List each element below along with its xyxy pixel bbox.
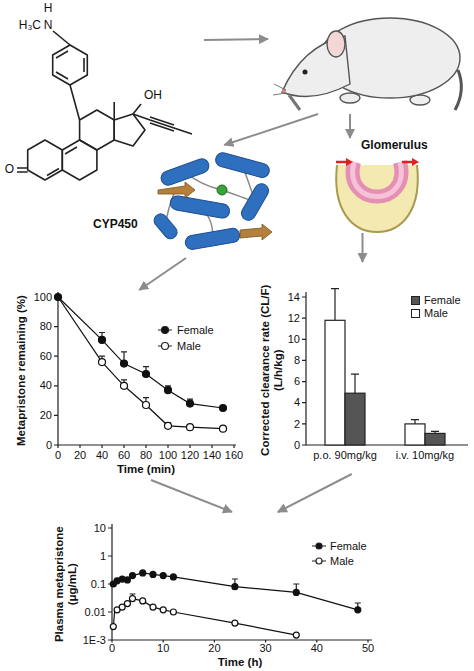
- tick-label: 14: [288, 291, 300, 304]
- kidney-illustration: Glomerulus: [325, 138, 450, 233]
- legend-label: Female: [177, 324, 214, 337]
- tick-label: 20: [40, 409, 52, 422]
- tick-label: 20: [208, 642, 220, 655]
- atom-label: N: [44, 19, 53, 33]
- axis-title: Time (min): [117, 463, 175, 476]
- molecule-drawing: [17, 31, 192, 180]
- tick-label: 10: [157, 642, 169, 655]
- tick-label: 2: [294, 418, 300, 431]
- molecule-structure: HH₃CN OH O: [4, 2, 204, 192]
- tick-label: 0: [294, 439, 300, 452]
- atom-label: H₃C: [19, 19, 41, 33]
- flow-arrow: [278, 474, 352, 512]
- bar-chart: Corrected clearance rate (CL/F) (L/h/kg): [255, 262, 470, 474]
- legend-swatch: [411, 296, 420, 305]
- glomerulus-drawing: [336, 158, 419, 232]
- tick-label: 60: [40, 350, 52, 363]
- axis-title: Plasma metapristone (μg/mL): [53, 519, 79, 649]
- tick-label: 100: [34, 291, 52, 304]
- tick-label: 100: [159, 449, 177, 462]
- tick-label: 10: [94, 522, 106, 535]
- rat-drawing: [273, 18, 461, 110]
- flow-arrow: [139, 258, 186, 290]
- tick-label: 40: [311, 642, 323, 655]
- tick-label: 0.1: [91, 578, 106, 591]
- tick-label: 12: [288, 312, 300, 325]
- tick-label: 120: [181, 449, 199, 462]
- tick-label: 80: [140, 449, 152, 462]
- tick-label: 0.01: [85, 606, 106, 619]
- tick-label: 140: [203, 449, 221, 462]
- tick-label: 0: [109, 642, 115, 655]
- tick-label: p.o. 90mg/kg: [313, 449, 377, 462]
- axis-title: Metapristone remaining (%): [15, 276, 28, 466]
- tick-label: 80: [40, 320, 52, 333]
- legend-label: Female: [424, 294, 461, 307]
- tick-label: 30: [259, 642, 271, 655]
- flow-arrow: [204, 39, 268, 40]
- tick-label: 1: [100, 550, 106, 563]
- legend-label: Male: [330, 555, 354, 568]
- enzyme-label: CYP450: [93, 218, 138, 232]
- legend-label: Female: [330, 540, 367, 553]
- legend-label: Male: [424, 307, 448, 320]
- atom-label: O: [5, 163, 14, 177]
- flow-arrow: [349, 114, 351, 138]
- tick-label: 50: [362, 642, 374, 655]
- legend-label: Male: [177, 340, 201, 353]
- axis-title: Corrected clearance rate (CL/F) (L/h/kg): [259, 270, 285, 470]
- tick-label: 40: [96, 449, 108, 462]
- flow-arrow: [362, 233, 364, 262]
- tick-label: 0: [46, 439, 52, 452]
- atom-label: H: [44, 2, 53, 16]
- tick-label: 0: [55, 449, 61, 462]
- tick-label: 10: [288, 333, 300, 346]
- legend-swatch: [411, 309, 420, 318]
- enzyme-illustration: CYP450: [90, 145, 282, 258]
- tick-label: 60: [118, 449, 130, 462]
- protein-drawing: [152, 151, 272, 250]
- tick-label: 1E-3: [83, 634, 106, 647]
- tick-label: i.v. 10mg/kg: [396, 449, 455, 462]
- rat-illustration: [268, 2, 468, 114]
- axis-title: Time (h): [218, 656, 263, 669]
- flow-arrow: [224, 114, 318, 145]
- clearance-plot: [302, 289, 468, 445]
- plasma-plot: [108, 524, 372, 643]
- tick-label: 6: [294, 375, 300, 388]
- atom-label: OH: [144, 89, 162, 103]
- tick-label: 8: [294, 354, 300, 367]
- log-chart: Plasma metapristone (μg/mL) Time (h): [40, 512, 375, 670]
- flow-arrow: [151, 480, 232, 512]
- tick-label: 160: [225, 449, 243, 462]
- tick-label: 20: [74, 449, 86, 462]
- tick-label: 40: [40, 379, 52, 392]
- kidney-label: Glomerulus: [361, 139, 428, 153]
- tick-label: 4: [294, 396, 300, 409]
- remaining-plot: [54, 292, 236, 448]
